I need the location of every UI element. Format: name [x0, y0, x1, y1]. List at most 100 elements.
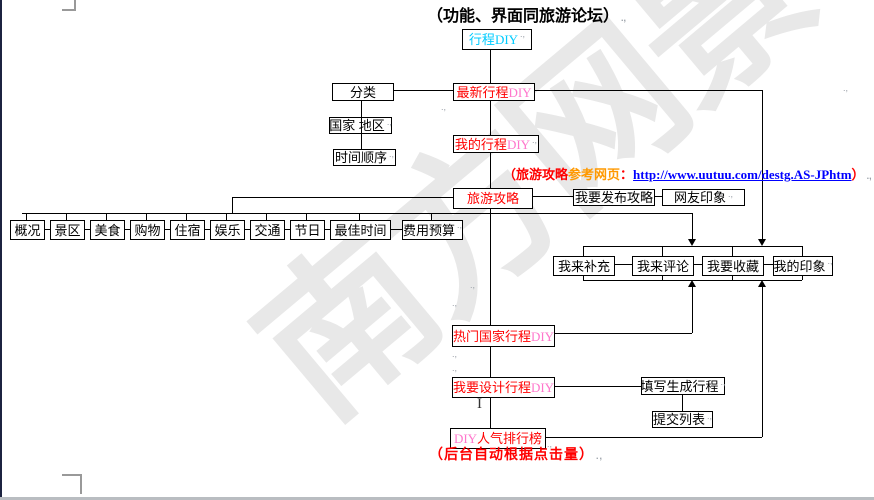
connector-line	[732, 274, 733, 280]
node-label: 填写生成行程	[640, 378, 719, 394]
node-label: 美食	[94, 222, 121, 238]
connector-line	[243, 229, 250, 230]
node-label: 我要设计行程	[452, 380, 531, 395]
node-label: 行程	[468, 32, 495, 47]
node-label: 娱乐	[214, 222, 241, 238]
connector-line	[662, 246, 663, 256]
node-comment: 我来评论	[632, 256, 694, 276]
node-label: 我来评论	[636, 258, 689, 274]
page-bottom-strip	[0, 497, 874, 500]
paragraph-mark-icon: .,	[547, 439, 553, 449]
connector-line	[553, 386, 641, 387]
connector-line	[583, 274, 584, 280]
connector-line	[732, 246, 733, 256]
node-label-latin: DIY	[530, 328, 555, 344]
ref-note-highlight: 参考网页	[568, 167, 621, 182]
connector-line	[163, 229, 170, 230]
node-label-latin: DIY	[494, 32, 519, 47]
node-label: 概况	[14, 222, 41, 238]
connector-line	[392, 90, 453, 91]
connector-line	[553, 333, 692, 334]
node-category-best-time: 最佳时间	[330, 220, 391, 240]
node-label: 国家 地区	[329, 118, 385, 133]
paragraph-mark-icon: .,	[621, 13, 627, 23]
paragraph-mark-icon: .,	[866, 171, 872, 181]
connector-line	[106, 213, 107, 220]
connector-line	[66, 213, 67, 220]
paragraph-mark-icon: .,	[386, 117, 392, 127]
node-category-lodging: 住宿	[170, 220, 205, 240]
node-design-itinerary-diy: 我要设计行程 DIY	[452, 377, 555, 398]
node-label-latin: DIY	[453, 431, 478, 446]
arrow-up-icon	[688, 280, 696, 287]
node-label: 我的印象	[773, 258, 826, 274]
connector-line	[692, 213, 693, 239]
connector-line	[802, 274, 803, 280]
diagram-title-text: （功能、界面同旅游论坛）	[427, 8, 620, 25]
connector-line	[123, 229, 130, 230]
node-label: 时间顺序	[334, 150, 387, 165]
node-travel-guide: 旅游攻略	[453, 188, 533, 209]
connector-line	[490, 48, 491, 428]
node-label: 费用预算	[402, 222, 455, 238]
paragraph-mark-icon: .,	[532, 135, 538, 145]
node-label: 分类	[349, 84, 376, 100]
connector-line	[43, 229, 50, 230]
node-label-latin: DIY	[530, 380, 555, 395]
paragraph-mark-icon: .,	[452, 363, 458, 373]
connector-line	[323, 229, 330, 230]
node-label: 网友印象	[673, 190, 726, 205]
node-time-order: 时间顺序.,	[333, 149, 396, 166]
paragraph-mark-icon: .,	[470, 280, 476, 290]
connector-line	[389, 229, 402, 230]
paragraph-mark-icon: .,	[728, 189, 734, 199]
node-classify: 分类	[332, 83, 394, 101]
connector-line	[531, 196, 573, 197]
reference-url-link[interactable]: http://www.uutuu.com/destg.AS-JPhtm	[633, 167, 852, 182]
connector-line	[359, 213, 360, 220]
connector-line	[146, 213, 147, 220]
node-category-festival: 节日	[290, 220, 325, 240]
node-netizen-impression: 网友印象.,	[662, 189, 745, 206]
connector-line	[186, 213, 187, 220]
node-itinerary-diy-root: 行程 DIY.,	[462, 29, 532, 50]
node-submit-list: 提交列表.,	[652, 411, 713, 428]
node-collect: 我要收藏	[702, 256, 764, 276]
connector-line	[543, 437, 762, 438]
bottom-note: （后台自动根据点击量）.,	[429, 447, 603, 461]
margin-corner-mark	[74, 0, 76, 11]
connector-line	[762, 90, 763, 239]
node-label: 我的行程	[454, 136, 507, 152]
connector-line	[266, 213, 267, 220]
node-my-itinerary-diy: 我的行程 DIY.,	[453, 135, 539, 153]
node-category-budget: 费用预算.,	[402, 220, 463, 240]
connector-line	[22, 213, 692, 214]
paragraph-mark-icon: .,	[452, 349, 458, 359]
connector-line	[613, 264, 632, 265]
node-label: 最佳时间	[334, 222, 387, 238]
connector-line	[361, 99, 362, 149]
connector-line	[653, 196, 662, 197]
arrow-down-icon	[688, 239, 696, 246]
paragraph-mark-icon: .,	[707, 411, 713, 421]
node-label: 提交列表	[652, 412, 705, 427]
node-label: 最新行程	[456, 84, 509, 100]
node-label: 节日	[294, 222, 321, 238]
paragraph-mark-icon: .,	[596, 451, 604, 461]
text-cursor[interactable]: I	[477, 396, 482, 412]
connector-line	[232, 197, 233, 213]
node-hot-country-diy: 热门国家行程 DIY	[452, 325, 555, 347]
ref-note-open: （旅游攻略	[503, 167, 569, 182]
arrow-up-icon	[758, 280, 766, 287]
reference-note: （旅游攻略参考网页：http://www.uutuu.com/destg.AS-…	[503, 168, 872, 181]
margin-corner-mark	[62, 474, 82, 476]
connector-line	[306, 213, 307, 220]
node-label: 人气排行榜	[477, 431, 543, 446]
node-label: 景区	[54, 222, 81, 238]
node-fill-generate: 填写生成行程.,	[640, 377, 726, 395]
node-label: 我来补充	[557, 258, 610, 274]
connector-line	[203, 229, 210, 230]
connector-line	[692, 264, 702, 265]
arrow-down-icon	[758, 239, 766, 246]
paragraph-mark-icon: .,	[843, 83, 849, 93]
